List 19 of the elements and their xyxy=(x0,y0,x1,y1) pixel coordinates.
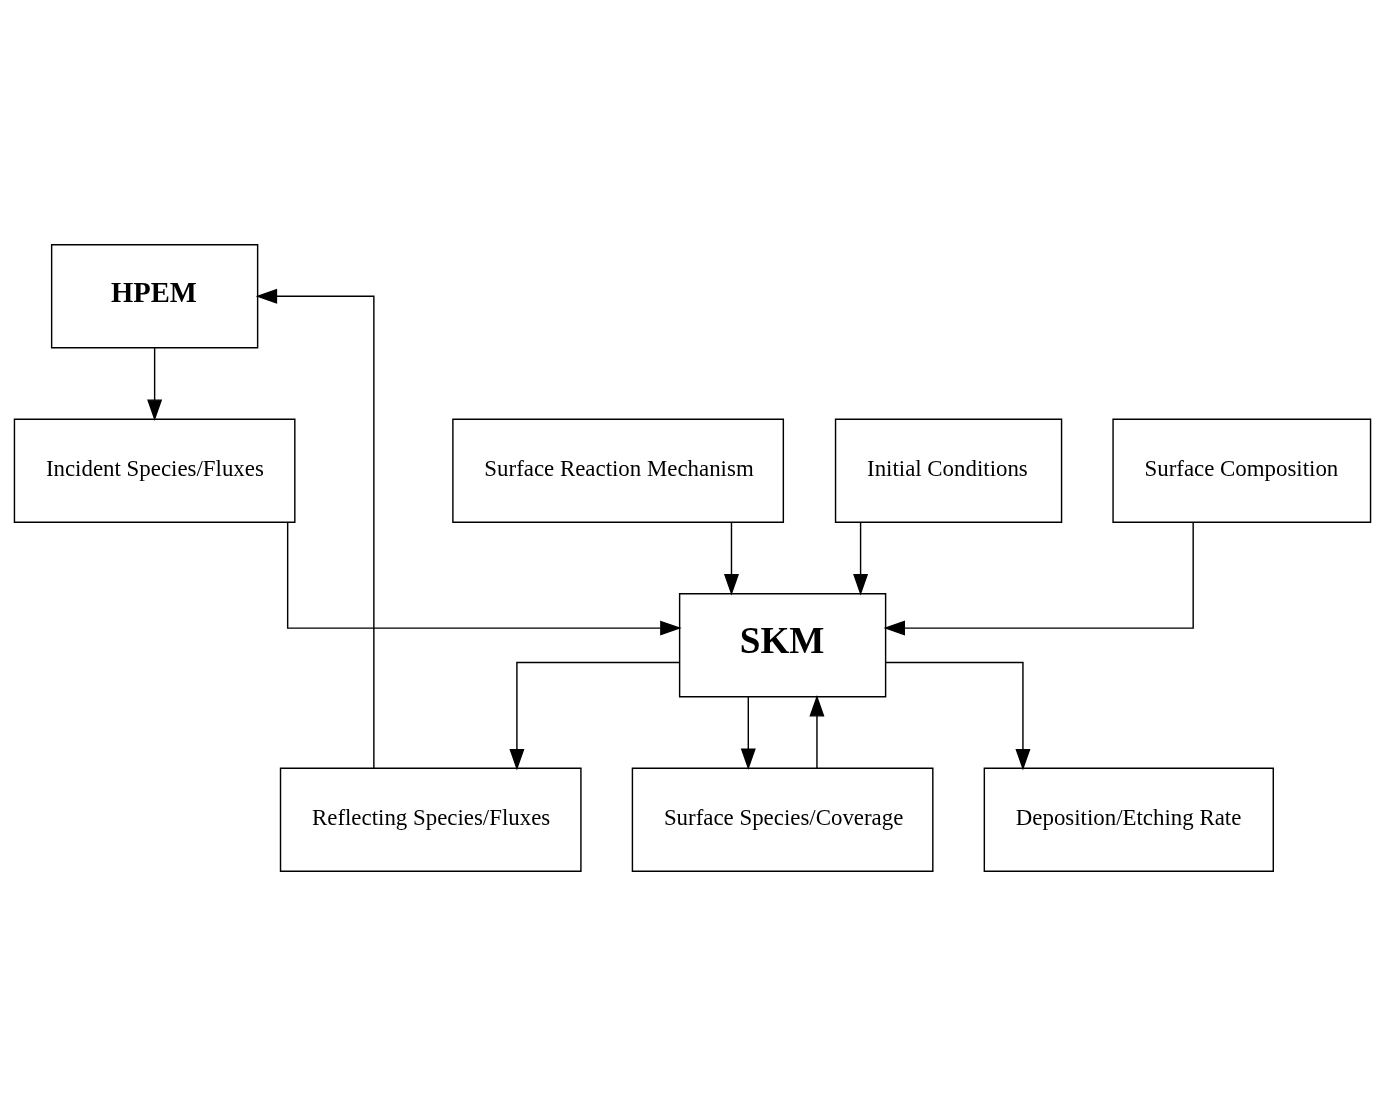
arrow xyxy=(853,521,869,595)
node-box: Incident Species/Fluxes xyxy=(13,418,296,523)
node-box: Initial Conditions xyxy=(834,418,1063,523)
node-box: HPEM xyxy=(50,243,259,348)
arrow xyxy=(885,661,1031,770)
node-box: Surface Composition xyxy=(1112,418,1372,523)
node-box: SKM xyxy=(678,592,887,697)
arrow xyxy=(509,661,681,770)
arrow xyxy=(147,346,163,421)
arrow xyxy=(809,694,825,769)
node-box: Deposition/Etching Rate xyxy=(983,767,1274,872)
arrow xyxy=(883,521,1194,636)
arrow xyxy=(723,521,739,595)
node-box: Surface Species/Coverage xyxy=(631,767,934,872)
arrow xyxy=(286,521,682,636)
node-box: Surface Reaction Mechanism xyxy=(452,418,785,523)
arrow xyxy=(740,695,756,770)
arrow xyxy=(255,288,375,769)
node-box: Reflecting Species/Fluxes xyxy=(279,767,582,872)
